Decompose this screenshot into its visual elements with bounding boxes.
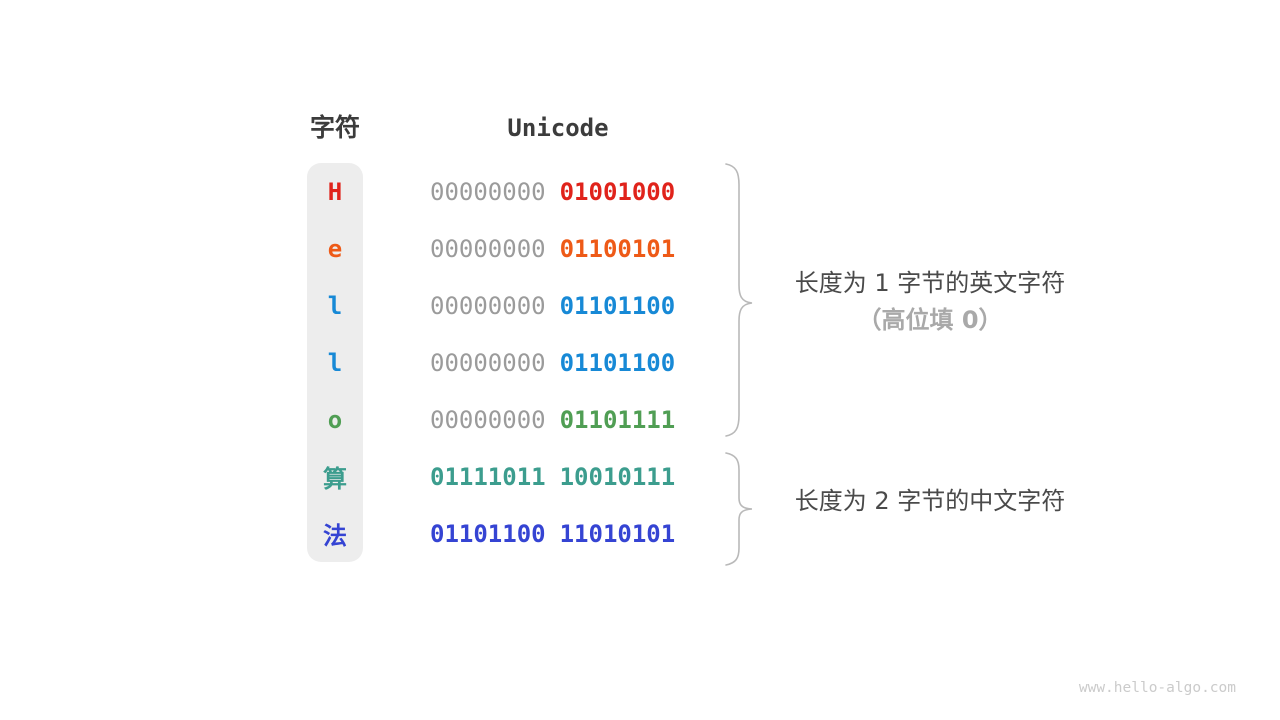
- char-column: H e l l o 算 法: [307, 163, 363, 562]
- unicode-values: 00000000 01001000 00000000 01100101 0000…: [430, 163, 675, 562]
- char-cell: o: [327, 405, 343, 434]
- unicode-low-byte: 11010101: [559, 519, 676, 548]
- unicode-row: 00000000 01100101: [430, 220, 675, 277]
- unicode-high-byte: 01101100: [430, 519, 546, 548]
- char-cell: l: [327, 348, 343, 377]
- unicode-low-byte: 01001000: [559, 177, 676, 206]
- unicode-row: 00000000 01101100: [430, 277, 675, 334]
- char-cell: 法: [323, 522, 347, 550]
- unicode-low-byte: 01101100: [559, 291, 676, 320]
- unicode-low-byte: 01101100: [559, 348, 676, 377]
- english-annotation-line2: （高位填 0）: [857, 306, 1003, 334]
- char-column-header: 字符: [309, 113, 360, 142]
- unicode-row: 00000000 01101100: [430, 334, 675, 391]
- unicode-high-byte: 00000000: [430, 177, 546, 206]
- english-chars-annotation: 长度为 1 字节的英文字符 （高位填 0）: [758, 265, 1102, 339]
- unicode-low-byte: 10010111: [559, 462, 676, 491]
- english-group-brace-icon: [725, 163, 753, 437]
- unicode-low-byte: 01101111: [559, 405, 676, 434]
- chinese-chars-annotation: 长度为 2 字节的中文字符: [758, 483, 1102, 520]
- english-annotation-line1: 长度为 1 字节的英文字符: [794, 269, 1066, 297]
- char-cell: 算: [323, 465, 347, 493]
- char-cell: l: [327, 291, 343, 320]
- unicode-low-byte: 01100101: [559, 234, 676, 263]
- char-cell: H: [327, 177, 343, 206]
- unicode-row: 01111011 10010111: [430, 448, 675, 505]
- unicode-high-byte: 00000000: [430, 405, 546, 434]
- site-watermark: www.hello-algo.com: [1078, 680, 1236, 696]
- chinese-annotation-line1: 长度为 2 字节的中文字符: [794, 487, 1066, 515]
- unicode-row: 00000000 01001000: [430, 163, 675, 220]
- unicode-row: 01101100 11010101: [430, 505, 675, 562]
- unicode-high-byte: 01111011: [430, 462, 546, 491]
- char-cell: e: [327, 234, 343, 263]
- unicode-row: 00000000 01101111: [430, 391, 675, 448]
- unicode-high-byte: 00000000: [430, 234, 546, 263]
- unicode-high-byte: 00000000: [430, 348, 546, 377]
- unicode-column-header: Unicode: [507, 114, 609, 142]
- chinese-group-brace-icon: [725, 452, 753, 566]
- unicode-high-byte: 00000000: [430, 291, 546, 320]
